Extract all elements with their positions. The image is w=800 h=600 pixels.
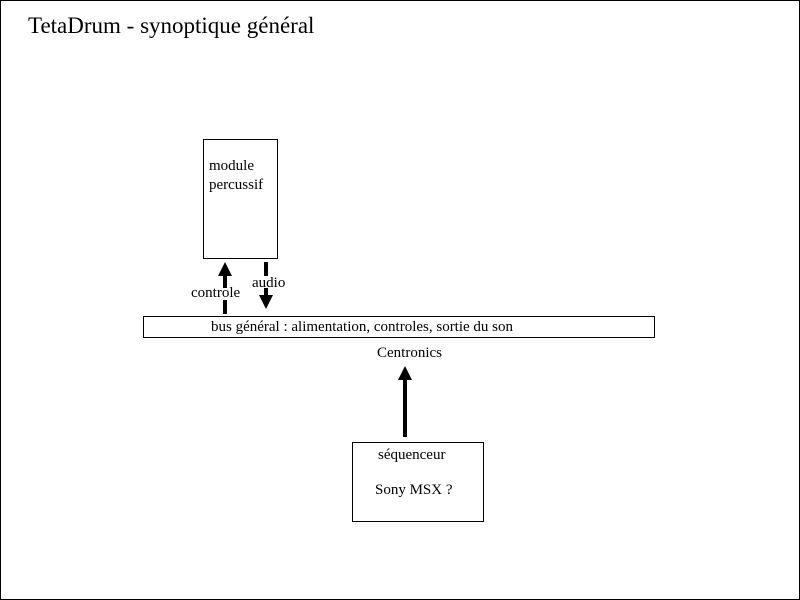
module-percussif-label: module percussif (209, 158, 264, 193)
module-percussif-box (203, 139, 278, 259)
sequenceur-subtitle: Sony MSX ? (375, 482, 453, 498)
sequenceur-title: séquenceur (378, 447, 446, 463)
bus-general-box (143, 316, 655, 338)
centronics-label: Centronics (377, 345, 442, 361)
sequenceur-box (352, 442, 484, 522)
controle-label: controle (191, 285, 241, 301)
audio-label: audio (252, 275, 286, 291)
bus-general-label: bus général : alimentation, controles, s… (211, 319, 514, 335)
page-title: TetaDrum - synoptique général (28, 13, 315, 38)
